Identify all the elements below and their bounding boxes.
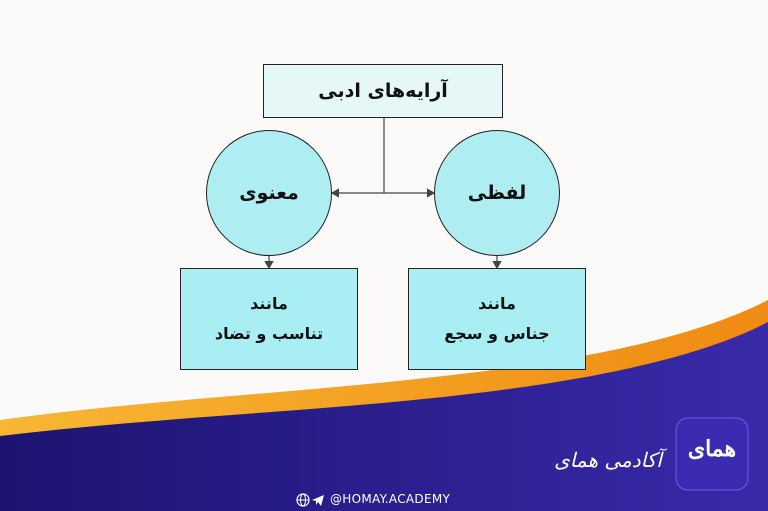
root-node: آرایه‌های ادبی (263, 64, 503, 118)
logo-mark: همای (687, 436, 737, 462)
left-leaf-line2: تناسب و تضاد (214, 324, 324, 343)
brand-name: آکادمی همای (554, 448, 662, 472)
left-node-label: معنوی (239, 182, 299, 204)
left-node-manavi: معنوی (206, 130, 332, 256)
right-node-lafzi: لفظی (434, 130, 560, 256)
telegram-icon (312, 495, 324, 506)
right-node-label: لفظی (467, 182, 527, 204)
left-leaf-box: مانند تناسب و تضاد (180, 268, 358, 370)
purple-wave (0, 322, 768, 511)
root-label: آرایه‌های ادبی (318, 80, 448, 102)
right-leaf-box: مانند جناس و سجع (408, 268, 586, 370)
social-handle[interactable]: @HOMAY.ACADEMY (330, 492, 451, 506)
right-leaf-line2: جناس و سجع (444, 324, 550, 343)
right-leaf-line1: مانند (478, 294, 516, 313)
globe-icon (296, 493, 310, 507)
left-leaf-line1: مانند (250, 294, 288, 313)
logo-tile (675, 417, 749, 491)
